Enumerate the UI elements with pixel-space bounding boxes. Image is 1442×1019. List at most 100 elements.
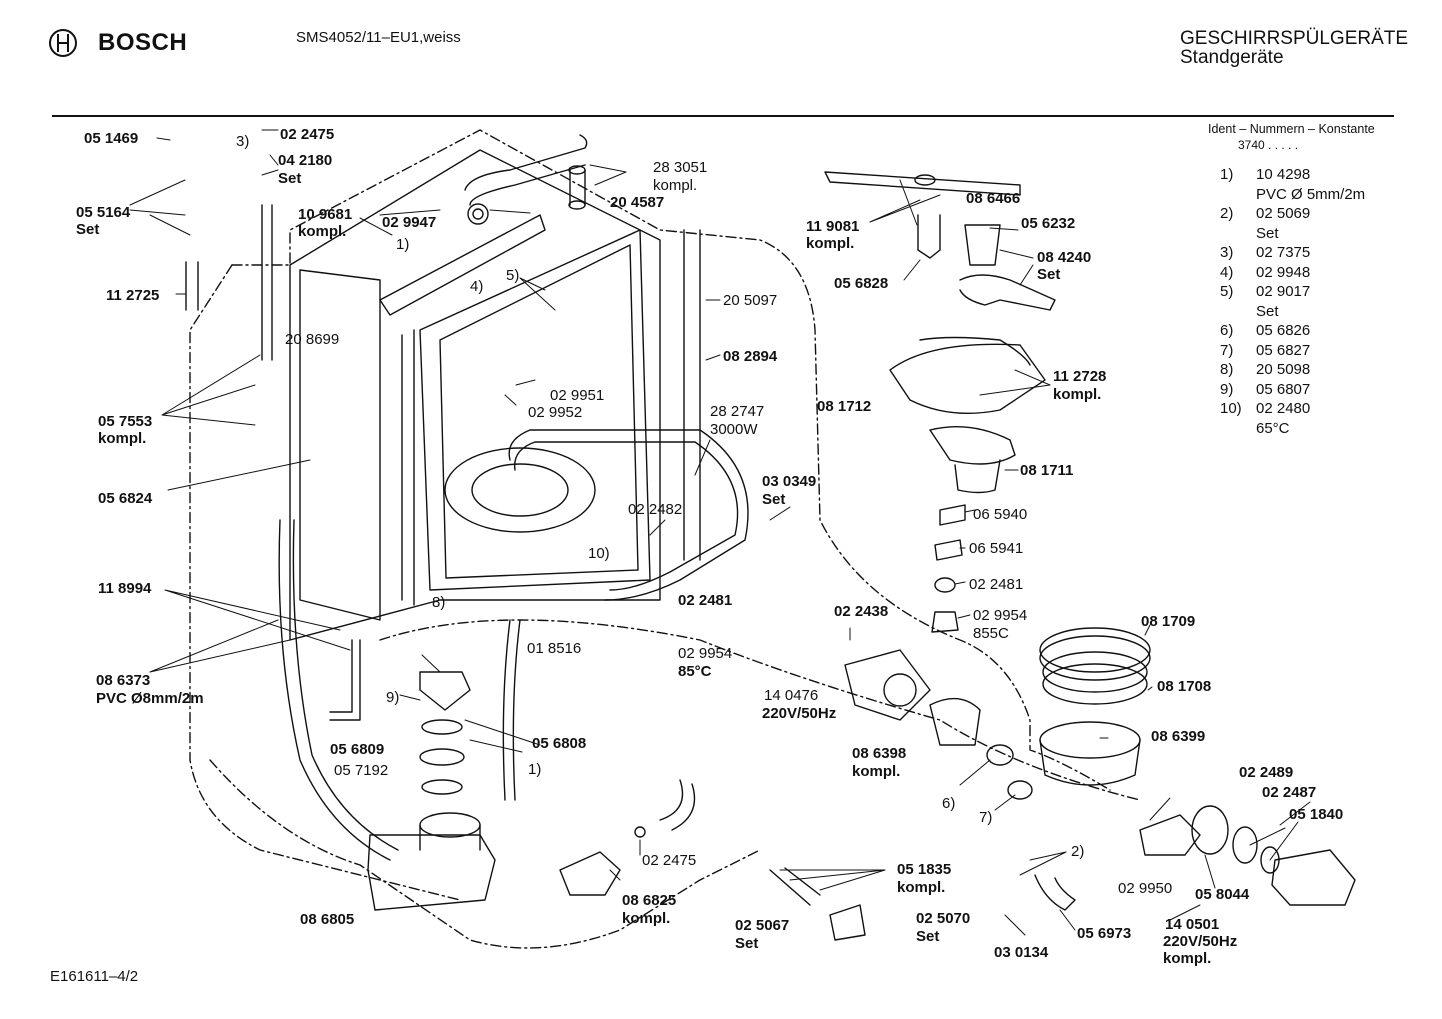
callout-number: 8) xyxy=(432,594,446,611)
part-label: 08 6466 xyxy=(966,190,1021,207)
part-note: 855C xyxy=(973,625,1009,642)
part-note: 220V/50Hz xyxy=(762,705,837,722)
legend-row: 4)02 9948 xyxy=(1220,264,1365,284)
callout-number: 6) xyxy=(942,795,956,812)
part-note: Set xyxy=(278,170,302,187)
legend-row: 7)05 6827 xyxy=(1220,342,1365,362)
legend-row: 10)02 2480 xyxy=(1220,400,1365,420)
legend-num: 10) xyxy=(1220,400,1242,417)
part-label: 11 2725 xyxy=(106,287,160,304)
part-label: 04 2180 xyxy=(278,152,333,169)
part-label: 08 1711 xyxy=(1020,462,1074,479)
part-label: 02 5067 xyxy=(735,917,790,934)
legend-value: 02 7375 xyxy=(1256,244,1311,261)
bosch-armature-icon xyxy=(49,29,77,57)
part-label: 02 9951 xyxy=(550,387,605,404)
part-note: kompl. xyxy=(1163,950,1212,967)
part-note: kompl. xyxy=(852,763,901,780)
callout-number: 4) xyxy=(470,278,484,295)
part-label: 02 9954 xyxy=(678,645,733,662)
drawing-code: E161611–4/2 xyxy=(50,968,139,985)
part-label: 08 6399 xyxy=(1151,728,1206,745)
category-title: GESCHIRRSPÜLGERÄTE xyxy=(1180,28,1409,49)
legend-num: 9) xyxy=(1220,380,1234,398)
appliance-category: GESCHIRRSPÜLGERÄTE Standgeräte xyxy=(1180,29,1408,67)
part-label: 05 5164 xyxy=(76,204,131,221)
part-label: 01 8516 xyxy=(527,640,582,657)
callout-number: 2) xyxy=(1071,843,1085,860)
legend-constant: 3740 . . . . . xyxy=(1238,138,1299,152)
part-label: 05 6808 xyxy=(532,735,587,752)
part-label: 05 6809 xyxy=(330,741,385,758)
part-note: 85°C xyxy=(678,663,712,680)
legend-table: 1)10 4298 PVC Ø 5mm/2m 2)02 5069 Set 3)0… xyxy=(1220,166,1365,439)
part-label: 05 7192 xyxy=(334,762,389,779)
part-label: 20 8699 xyxy=(285,331,340,348)
part-note: kompl. xyxy=(622,910,671,927)
legend-row: 3)02 7375 xyxy=(1220,244,1365,264)
part-label: 02 9954 xyxy=(973,607,1028,624)
part-label: 05 6828 xyxy=(834,275,889,292)
part-note: 3000W xyxy=(710,421,758,438)
part-note: kompl. xyxy=(298,223,347,240)
legend-num: 2) xyxy=(1220,205,1234,222)
part-label: 28 2747 xyxy=(710,403,765,420)
part-label: 08 6825 xyxy=(622,892,677,909)
part-note: kompl. xyxy=(98,430,147,447)
part-note: Set xyxy=(735,935,759,952)
part-label: 02 2438 xyxy=(834,603,889,620)
part-note: Set xyxy=(762,491,786,508)
legend-row: Set xyxy=(1220,225,1365,245)
part-label: 10 9681 xyxy=(298,206,353,223)
legend-num xyxy=(1220,186,1256,206)
legend-row: 5) 02 9017 xyxy=(1220,283,1365,303)
part-label: 06 5940 xyxy=(973,506,1028,523)
part-label: 05 7553 xyxy=(98,413,153,430)
legend-value: 02 5069 xyxy=(1256,205,1311,222)
part-label: 05 6824 xyxy=(98,490,153,507)
legend-row: PVC Ø 5mm/2m xyxy=(1220,186,1365,206)
part-note: PVC Ø8mm/2m xyxy=(96,690,204,707)
callout-number: 9) xyxy=(386,689,400,706)
callout-number: 7) xyxy=(979,809,993,826)
filter-unit xyxy=(889,336,1046,633)
legend-row: Set xyxy=(1220,303,1365,323)
top-hoses xyxy=(379,134,588,316)
legend-row: 2) 02 5069 xyxy=(1220,205,1365,225)
part-label: 02 2481 xyxy=(678,592,733,609)
part-label: 02 9947 xyxy=(382,214,437,231)
spray-arm xyxy=(824,171,1056,311)
part-label: 08 1709 xyxy=(1141,613,1196,630)
legend-value: 65°C xyxy=(1256,419,1290,437)
part-label: 02 2475 xyxy=(642,852,697,869)
part-label: 14 0501 xyxy=(1165,916,1220,933)
part-label: 02 2482 xyxy=(628,501,683,518)
legend-num: 7) xyxy=(1220,341,1234,359)
part-label: 11 9081 xyxy=(806,218,860,235)
leader-lines xyxy=(129,129,1311,936)
part-label: 05 8044 xyxy=(1195,886,1250,903)
chassis-outline xyxy=(189,129,1141,949)
part-label: 02 2487 xyxy=(1262,784,1317,801)
header-rule xyxy=(52,115,1394,117)
legend-num xyxy=(1220,420,1256,440)
part-label: 08 4240 xyxy=(1037,249,1092,266)
sump-assembly xyxy=(367,619,521,911)
legend-num xyxy=(1220,303,1256,323)
part-label: 06 5941 xyxy=(969,540,1024,557)
legend-row: 6)05 6826 xyxy=(1220,322,1365,342)
part-label: 20 5097 xyxy=(723,292,778,309)
legend-num: 5) xyxy=(1220,283,1234,300)
legend-num xyxy=(1220,225,1256,245)
legend-value: 02 9017 xyxy=(1256,283,1311,300)
legend-num: 1) xyxy=(1220,166,1234,183)
callout-number: 1) xyxy=(528,761,542,778)
part-label: 02 2489 xyxy=(1239,764,1294,781)
part-note: Set xyxy=(916,928,940,945)
callout-number: 1) xyxy=(396,236,410,253)
legend-title: Ident – Nummern – Konstante xyxy=(1208,122,1375,136)
legend-row: 65°C xyxy=(1220,420,1365,440)
part-label: 05 6232 xyxy=(1021,215,1076,232)
hoses-left xyxy=(185,204,399,861)
